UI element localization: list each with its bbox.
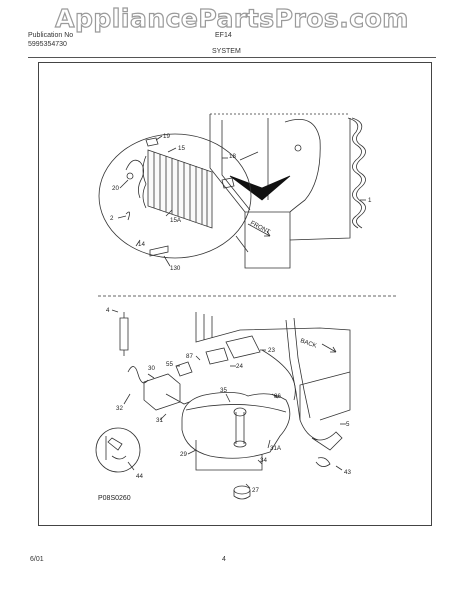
evaporator-callout-circle	[98, 133, 252, 259]
cabinet-outline	[209, 114, 351, 269]
model-number: EF14	[215, 32, 232, 39]
part-label-14: 14	[138, 241, 145, 248]
part-label-86: 86	[274, 393, 281, 400]
publication-label: Publication No	[28, 32, 74, 39]
compressor	[181, 392, 291, 471]
footer-page-number: 4	[222, 556, 226, 563]
part-label-front: FRONT	[249, 220, 271, 236]
screw-130	[149, 245, 169, 257]
part-label-5: 5	[346, 421, 350, 428]
plate-code: P08S0260	[98, 495, 131, 502]
part-label-31: 31	[156, 417, 163, 424]
footer-date: 6/01	[30, 556, 44, 563]
diagram-frame	[38, 62, 432, 526]
part-label-15a: 15A	[170, 217, 182, 224]
part-label-15: 15	[178, 145, 185, 152]
part-label-43: 43	[344, 469, 351, 476]
part-label-23: 23	[268, 347, 275, 354]
overload-23	[225, 335, 261, 359]
mount-grommet-27	[233, 485, 251, 495]
relay-30	[143, 373, 181, 411]
part-label-27: 27	[252, 487, 259, 494]
part-label-29: 29	[180, 451, 187, 458]
publication-number: 5995354730	[28, 41, 67, 48]
part-label-34: 34	[260, 457, 267, 464]
cabinet-back-panel	[195, 312, 351, 421]
part-label-55: 55	[166, 361, 173, 368]
evaporator-core	[142, 149, 213, 229]
part-label-44: 44	[136, 473, 143, 480]
watermark: AppliancePartsPros.com	[55, 3, 409, 33]
part-label-20: 20	[112, 185, 119, 192]
section-title: SYSTEM	[212, 48, 241, 55]
part-label-31a: 31A	[270, 445, 282, 452]
part-label-24: 24	[236, 363, 243, 370]
part-label-35: 35	[220, 387, 227, 394]
part-label-87: 87	[186, 353, 193, 360]
header-rule	[28, 57, 436, 58]
part-label-130: 130	[170, 265, 181, 272]
condenser-coil	[347, 117, 366, 229]
terminal-callout-circle	[95, 427, 141, 473]
cabinet-side-panel	[284, 118, 321, 213]
part-label-32: 32	[116, 405, 123, 412]
part-label-4: 4	[106, 307, 110, 314]
part-label-back: BACK	[299, 337, 318, 350]
part-label-30: 30	[148, 365, 155, 372]
part-label-19: 19	[163, 133, 170, 140]
part-4-tube	[119, 317, 129, 351]
part-label-18: 18	[229, 153, 236, 160]
insertion-arrow	[229, 175, 291, 201]
part-label-2: 2	[110, 215, 114, 222]
part-label-1: 1	[368, 197, 372, 204]
power-cord-plug	[311, 431, 343, 451]
